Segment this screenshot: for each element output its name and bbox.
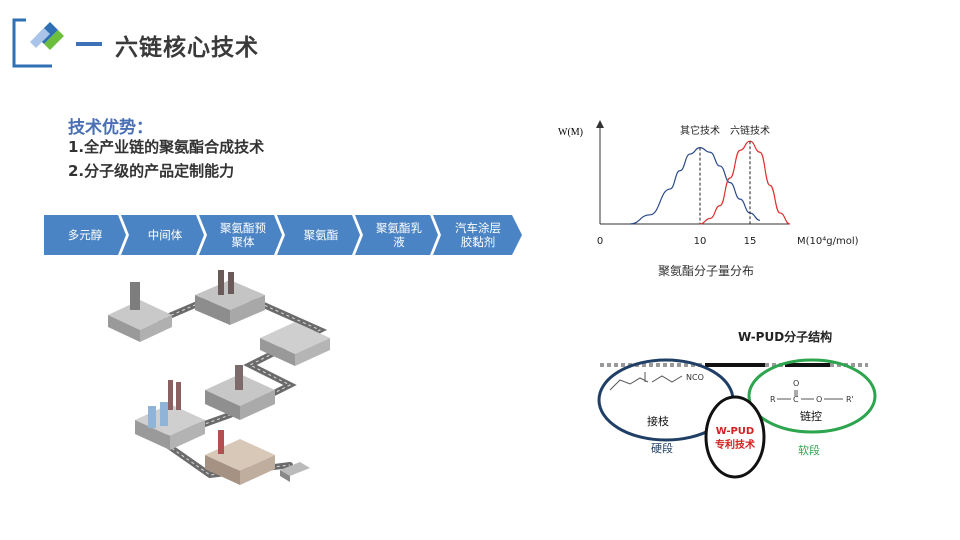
ester-bonds	[777, 390, 843, 400]
nco-label: NCO	[686, 373, 704, 382]
process-chain-arrows	[44, 215, 522, 255]
company-logo	[12, 18, 64, 68]
carbonyl-oxygen-label: O	[793, 379, 799, 388]
r-group-label: R	[770, 395, 776, 404]
y-axis-label: W(M)	[558, 127, 583, 138]
advantages-heading: 技术优势：	[68, 118, 153, 138]
graft-molecule	[609, 372, 683, 391]
soft-segment-label: 软段	[798, 443, 820, 457]
patent-label: 专利技术	[715, 438, 755, 451]
graft-label: 接枝	[647, 414, 669, 428]
series-line-2	[699, 140, 791, 225]
wpud-structure-title: W-PUD分子结构	[738, 330, 833, 344]
chain-control-label: 链控	[800, 409, 822, 423]
chevron-5	[355, 215, 438, 255]
chevron-4	[277, 215, 360, 255]
label-layer: 其它技术六链技术	[680, 124, 770, 137]
series-line-1	[629, 147, 761, 225]
chevron-label-6: 汽车涂层胶黏剂	[455, 221, 501, 249]
carbon-label: C	[793, 395, 799, 404]
hard-segment-label: 硬段	[651, 441, 673, 455]
process-chain: 多元醇 中间体 聚氨酯预聚体 聚氨酯 聚氨酯乳液 汽车涂层胶黏剂	[44, 215, 524, 255]
ester-oxygen-label: O	[816, 395, 822, 404]
chevron-label-5: 聚氨酯乳液	[376, 221, 422, 249]
x-tick-label-2: 10	[694, 236, 707, 247]
page-title: 六链核心技术	[115, 35, 259, 61]
center-ellipse	[704, 395, 766, 479]
series-layer	[629, 140, 791, 225]
series-name-1: 其它技术	[680, 124, 720, 137]
chevron-1	[44, 215, 126, 255]
chevron-label-3: 聚氨酯预聚体	[220, 221, 266, 249]
x-tick-label-1: 0	[597, 236, 603, 247]
title-accent-bar	[76, 42, 102, 46]
chart-title: 聚氨酯分子量分布	[658, 264, 755, 278]
chevron-2	[121, 215, 204, 255]
molecular-weight-chart: W(M) M(10⁴g/mol) 0 10 15 其它技术六链技术	[558, 120, 859, 247]
soft-segment-ellipse	[747, 358, 877, 434]
advantage-item-1: 1.全产业链的聚氨酯合成技术	[68, 138, 265, 156]
chevron-3	[199, 215, 282, 255]
chevron-label-4: 聚氨酯	[303, 228, 339, 242]
wpud-structure-diagram: NCO 接枝 硬段 R C O O R' 链控 软段 W-PUD 专利技术	[597, 358, 877, 479]
x-tick-label-3: 15	[744, 236, 757, 247]
series-name-2: 六链技术	[730, 124, 770, 137]
x-axis-label: M(10⁴g/mol)	[797, 236, 859, 247]
factory-illustration	[108, 270, 330, 485]
chevron-label-2: 中间体	[147, 228, 183, 242]
chevron-6	[433, 215, 522, 255]
r-prime-group-label: R'	[846, 395, 854, 404]
chevron-label-1: 多元醇	[67, 228, 103, 242]
wpud-center-label: W-PUD	[716, 426, 754, 437]
advantage-item-2: 2.分子级的产品定制能力	[68, 162, 235, 180]
tick-layer: 0 10 15	[597, 236, 757, 247]
